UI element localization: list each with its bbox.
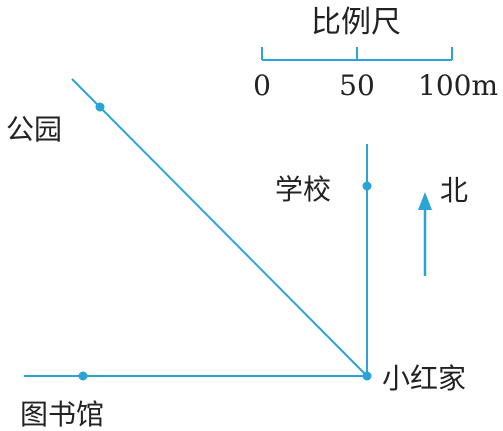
- park-label: 公园: [6, 113, 62, 146]
- north-label: 北: [440, 174, 468, 207]
- library-point: [78, 371, 88, 381]
- scale-label-100m: 100m: [418, 69, 498, 102]
- park-point: [95, 102, 105, 112]
- school-label: 学校: [275, 173, 331, 206]
- library-label: 图书馆: [20, 398, 104, 431]
- scale-bar: [261, 47, 453, 61]
- line-home-to-park: [71, 78, 368, 377]
- north-arrow-icon: [418, 192, 432, 276]
- home-point: [362, 371, 372, 381]
- school-point: [362, 181, 372, 191]
- scale-title: 比例尺: [311, 5, 401, 40]
- scale-label-0: 0: [253, 69, 271, 102]
- scale-label-50: 50: [339, 69, 375, 102]
- home-label: 小红家: [382, 362, 466, 395]
